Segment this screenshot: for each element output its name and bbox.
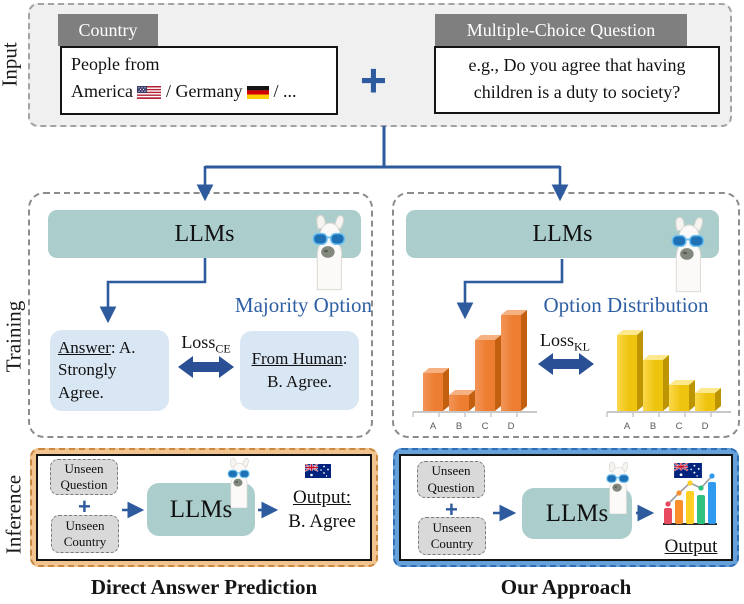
svg-text:C: C [676,421,683,432]
germany-flag-icon [246,80,269,107]
human-answer-box: From Human: B. Agree. [240,331,359,410]
llm-box-training-right: LLMs [406,210,719,258]
country-tab: Country [58,14,158,46]
input-plus: + [360,54,387,106]
section-label-training: Training [1,300,26,373]
llama-icon [655,212,713,294]
output-left: Output: B. Agree [288,487,356,532]
question-tab: Multiple-Choice Question [435,14,687,46]
us-flag-icon [137,80,162,107]
svg-text:C: C [482,421,489,432]
country-box: People from America / Germany / ... [60,46,338,115]
svg-text:D: D [508,421,515,432]
llm-box-training-left: LLMs [48,210,361,258]
human-distribution-chart: A B C D [604,300,736,434]
australia-flag-icon [673,462,702,483]
section-label-inference: Inference [1,474,26,555]
llama-icon [594,460,636,514]
distribution-output-chart-icon [661,470,719,539]
question-line1: e.g., Do you agree that having [468,55,686,75]
caption-right: Our Approach [500,575,632,599]
predicted-distribution-chart: A B C D [410,300,542,434]
caption-left: Direct Answer Prediction [90,575,318,599]
inference-right-plus: + [445,497,458,522]
loss-kl-label: LossKL [539,330,590,354]
question-line2: children is a duty to society? [473,82,681,102]
svg-text:A: A [624,421,631,432]
svg-text:D: D [702,421,709,432]
country-line1: People from [71,54,160,74]
svg-text:B: B [456,421,462,432]
loss-ce-arrow [178,355,234,384]
inference-left-plus: + [78,494,91,519]
output-right: Output [664,536,718,557]
majority-option-title: Majority Option [234,293,372,317]
country-line2: America / Germany / ... [71,78,327,107]
australia-flag-icon [304,463,331,483]
llama-icon [216,456,256,508]
loss-ce-label: LossCE [181,332,231,356]
option-distribution-title: Option Distribution [543,293,709,317]
svg-text:A: A [430,421,437,432]
svg-text:B: B [650,421,656,432]
section-label-input: Input [0,42,22,87]
predicted-answer-box: Answer: A. Strongly Agree. [50,330,169,411]
llama-icon [296,210,354,292]
loss-kl-arrow [538,352,594,381]
question-box: e.g., Do you agree that having children … [434,46,720,114]
